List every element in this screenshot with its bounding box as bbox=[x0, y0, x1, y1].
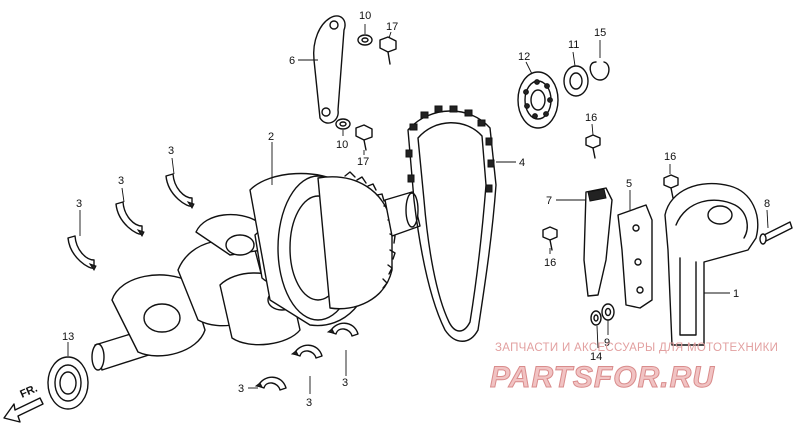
callout-17-mid: 17 bbox=[357, 156, 369, 168]
callout-12: 12 bbox=[518, 51, 530, 63]
callout-13: 13 bbox=[62, 331, 74, 343]
callout-1: 1 bbox=[733, 288, 739, 300]
washer-11 bbox=[563, 65, 589, 97]
callout-7: 7 bbox=[546, 195, 552, 207]
bearing-12 bbox=[517, 71, 559, 129]
watermark: ЗАПЧАСТИ И АКСЕССУАРЫ ДЛЯ МОТОТЕХНИКИ PA… bbox=[490, 342, 778, 395]
callout-6: 6 bbox=[289, 55, 295, 67]
callout-9: 9 bbox=[604, 337, 610, 349]
callout-3-b: 3 bbox=[118, 175, 124, 187]
crankshaft bbox=[91, 171, 421, 371]
cover-plate-1 bbox=[664, 182, 759, 346]
callout-3-f: 3 bbox=[342, 377, 348, 389]
callout-16-c: 16 bbox=[544, 257, 556, 269]
callout-3-a: 3 bbox=[76, 198, 82, 210]
cam-chain-4 bbox=[405, 105, 497, 342]
callout-5: 5 bbox=[626, 178, 632, 190]
callout-4: 4 bbox=[519, 157, 525, 169]
washer-9 bbox=[601, 303, 615, 321]
callout-3-d: 3 bbox=[238, 383, 244, 395]
callout-16-b: 16 bbox=[664, 151, 676, 163]
callout-8: 8 bbox=[764, 198, 770, 210]
callout-16-a: 16 bbox=[585, 112, 597, 124]
bolt-17-mid bbox=[355, 124, 373, 151]
chain-guide-7 bbox=[583, 187, 613, 297]
callout-3-c: 3 bbox=[168, 145, 174, 157]
watermark-logo: PARTSFOR.RU bbox=[490, 361, 715, 394]
tensioner-5 bbox=[617, 204, 653, 309]
bolt-16-c bbox=[542, 226, 558, 251]
tensioner-arm-6 bbox=[313, 15, 346, 124]
callout-11: 11 bbox=[568, 39, 579, 51]
fr-label: FR. bbox=[18, 383, 39, 401]
callout-14: 14 bbox=[590, 351, 602, 363]
bearing-shells-3 bbox=[67, 173, 359, 391]
callout-2: 2 bbox=[268, 131, 274, 143]
callout-3-e: 3 bbox=[306, 397, 312, 409]
bolt-16-b bbox=[663, 174, 679, 199]
bolt-16-a bbox=[585, 134, 601, 159]
callout-17-top: 17 bbox=[386, 21, 398, 33]
oil-seal-13 bbox=[47, 356, 89, 410]
bolt-17-top bbox=[379, 36, 397, 65]
callouts: 6 10 17 10 17 2 12 11 15 4 16 16 16 7 5 … bbox=[62, 10, 770, 409]
washer-10-top bbox=[357, 34, 373, 46]
callout-10-mid: 10 bbox=[336, 139, 348, 151]
callout-15: 15 bbox=[594, 27, 606, 39]
watermark-tagline: ЗАПЧАСТИ И АКСЕССУАРЫ ДЛЯ МОТОТЕХНИКИ bbox=[495, 342, 778, 354]
washer-14 bbox=[590, 310, 602, 326]
front-direction-arrow: FR. bbox=[3, 383, 44, 423]
leader-lines bbox=[67, 24, 769, 394]
callout-10-top: 10 bbox=[359, 10, 371, 22]
circlip-15 bbox=[589, 61, 610, 81]
washer-10-mid bbox=[335, 118, 351, 130]
bolt-8 bbox=[759, 221, 793, 245]
